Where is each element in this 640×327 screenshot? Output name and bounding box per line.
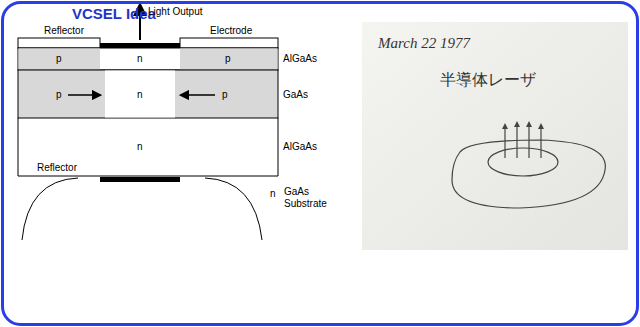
doping-label: p [56, 53, 62, 65]
slide-title: VCSEL Idea [72, 5, 156, 23]
doping-label: p [222, 89, 228, 101]
slide-frame [3, 3, 638, 325]
diffusion-arrow [184, 94, 215, 96]
p-region [180, 49, 278, 70]
part-label: Reflector [44, 25, 84, 37]
handwritten-note: 半導体レーザ [440, 70, 536, 90]
output-label: Light Output [148, 6, 202, 18]
sketch-arrow [516, 124, 517, 158]
doping-label: n [137, 53, 143, 65]
layer-edge [18, 176, 278, 177]
layer-label: AlGaAs [283, 53, 317, 65]
gaas-layer [18, 70, 278, 118]
sketch-aperture [488, 148, 558, 176]
part-label: Reflector [36, 162, 78, 174]
substrate-edge [22, 178, 78, 240]
notebook-photo [362, 22, 628, 250]
electrode [18, 38, 100, 48]
substrate-edge [205, 178, 262, 240]
electrode [180, 38, 278, 48]
n-region [105, 71, 175, 118]
doping-label: n [270, 188, 276, 200]
p-region [19, 49, 101, 70]
layer-edge [18, 118, 19, 176]
layer-edge [278, 118, 279, 176]
layer-label: GaAs Substrate [284, 186, 344, 210]
reflector [100, 177, 180, 182]
doping-label: n [137, 141, 143, 153]
doping-label: p [225, 53, 231, 65]
doping-label: n [137, 89, 143, 101]
doping-label: p [56, 89, 62, 101]
sketch-arrow [540, 126, 541, 158]
part-label: Electrode [210, 25, 252, 37]
handwritten-date: March 22 1977 [378, 34, 470, 52]
diffusion-arrow [68, 94, 97, 96]
sketch-arrow [528, 124, 529, 158]
reflector [100, 43, 180, 48]
algaas-layer [18, 48, 278, 70]
layer-label: GaAs [283, 89, 308, 101]
layer-label: AlGaAs [283, 141, 317, 153]
sketch-arrow [504, 126, 505, 158]
